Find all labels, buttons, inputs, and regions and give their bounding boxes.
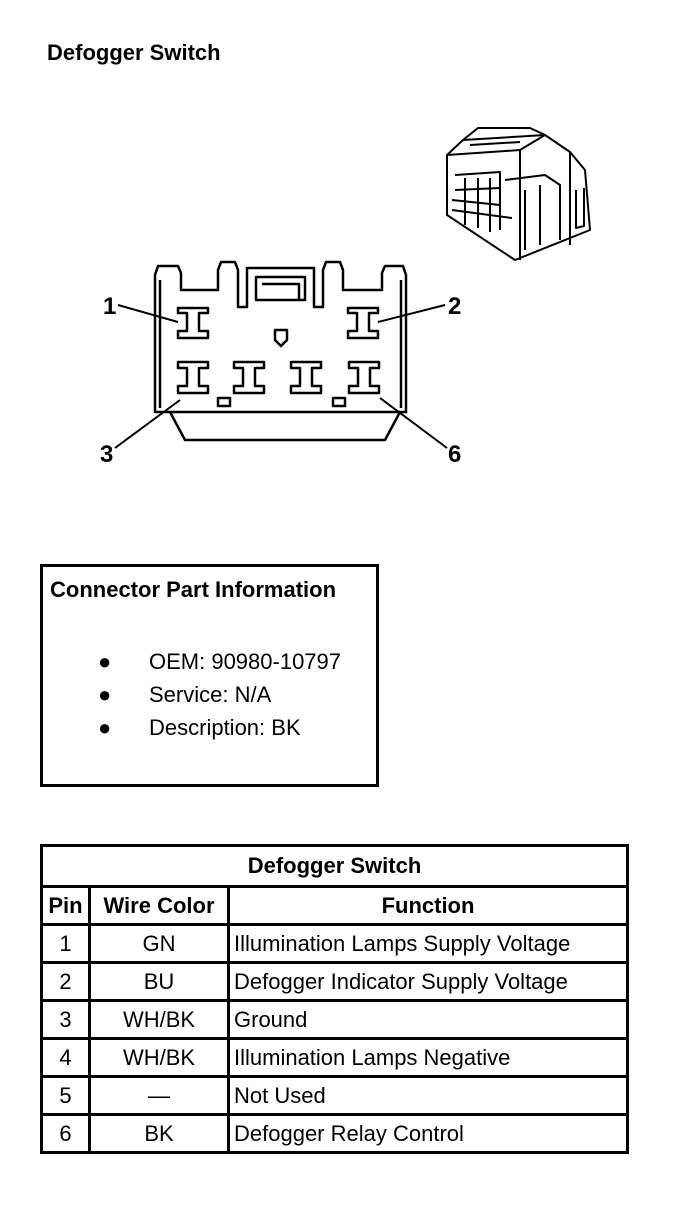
connector-service: Service: N/A xyxy=(149,682,272,707)
diagram-title: Defogger Switch xyxy=(47,40,221,65)
cell-function: Defogger Relay Control xyxy=(227,1113,629,1154)
cell-function: Not Used xyxy=(227,1075,629,1116)
connector-description: Description: BK xyxy=(149,715,301,740)
cell-pin: 4 xyxy=(40,1037,91,1078)
terminal-6 xyxy=(347,360,381,395)
cell-function: Illumination Lamps Negative xyxy=(227,1037,629,1078)
header-pin: Pin xyxy=(40,885,91,926)
cell-pin: 2 xyxy=(40,961,91,1002)
pin-table: Defogger Switch Pin Wire Color Function … xyxy=(40,844,629,1154)
cell-wire-color: BU xyxy=(88,961,230,1002)
cell-wire-color: — xyxy=(88,1075,230,1116)
cell-function: Illumination Lamps Supply Voltage xyxy=(227,923,629,964)
connector-diagram: 1 2 3 6 xyxy=(100,127,591,468)
table-row: 3 WH/BK Ground xyxy=(40,999,629,1040)
bullet-icon: ● xyxy=(98,715,112,740)
pin-label-2: 2 xyxy=(448,293,461,320)
table-row: 1 GN Illumination Lamps Supply Voltage xyxy=(40,923,629,964)
table-row: 2 BU Defogger Indicator Supply Voltage xyxy=(40,961,629,1002)
bullet-icon: ● xyxy=(98,649,112,674)
connector-info-box: Connector Part Information ● OEM: 90980-1… xyxy=(40,564,379,787)
bullet-icon: ● xyxy=(98,682,112,707)
connector-oem: OEM: 90980-10797 xyxy=(149,649,342,674)
terminal-3 xyxy=(176,360,210,395)
cell-pin: 1 xyxy=(40,923,91,964)
connector-3d-view xyxy=(446,127,591,261)
header-wire-color: Wire Color xyxy=(88,885,230,926)
pin-label-3: 3 xyxy=(100,441,113,468)
connector-face xyxy=(153,260,408,442)
table-row: 4 WH/BK Illumination Lamps Negative xyxy=(40,1037,629,1078)
pin-label-1: 1 xyxy=(103,293,116,320)
cell-wire-color: BK xyxy=(88,1113,230,1154)
cell-wire-color: WH/BK xyxy=(88,1037,230,1078)
leader-lines xyxy=(114,304,448,449)
pin-table-header-row: Pin Wire Color Function xyxy=(40,885,629,926)
pin-label-6: 6 xyxy=(448,441,461,468)
cell-pin: 6 xyxy=(40,1113,91,1154)
table-row: 5 — Not Used xyxy=(40,1075,629,1116)
cell-function: Defogger Indicator Supply Voltage xyxy=(227,961,629,1002)
connector-info-title: Connector Part Information xyxy=(50,577,337,602)
cell-pin: 5 xyxy=(40,1075,91,1116)
terminal-5 xyxy=(289,360,323,395)
cell-function: Ground xyxy=(227,999,629,1040)
header-function: Function xyxy=(227,885,629,926)
cell-wire-color: GN xyxy=(88,923,230,964)
cell-wire-color: WH/BK xyxy=(88,999,230,1040)
table-row: 6 BK Defogger Relay Control xyxy=(40,1113,629,1154)
terminal-1 xyxy=(176,306,210,340)
cell-pin: 3 xyxy=(40,999,91,1040)
terminal-2 xyxy=(346,306,380,340)
pin-table-caption: Defogger Switch xyxy=(40,844,629,888)
terminal-4 xyxy=(232,360,266,395)
